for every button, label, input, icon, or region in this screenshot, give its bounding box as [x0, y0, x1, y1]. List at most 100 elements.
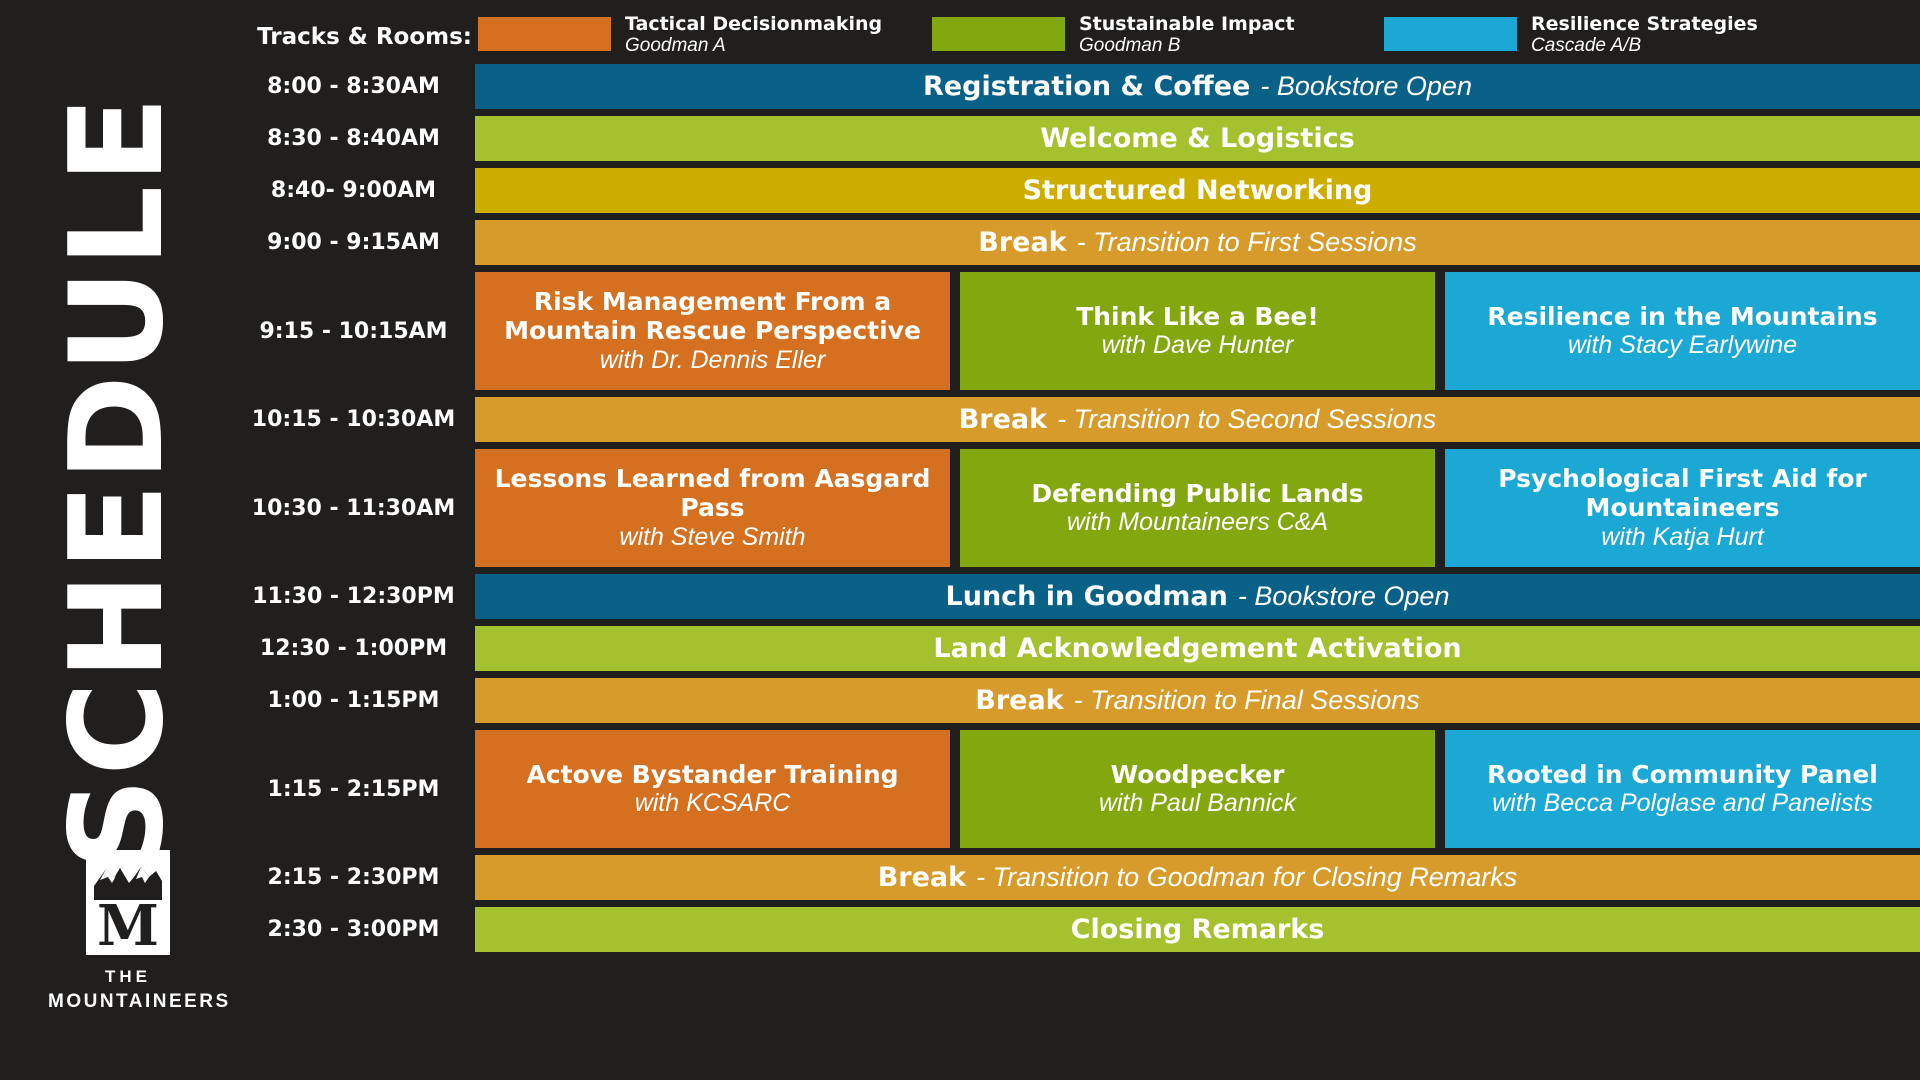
session-presenter: with Steve Smith [619, 522, 806, 551]
time-label: 8:00 - 8:30AM [267, 74, 440, 99]
session-presenter: with Dr. Dennis Eller [599, 345, 826, 374]
schedule-row: 11:30 - 12:30PM Lunch in Goodman- Booksto… [232, 574, 1920, 619]
block-title: Lunch in Goodman [945, 580, 1228, 612]
row-blocks: Closing Remarks [475, 907, 1920, 952]
logo-line-the: THE [105, 967, 151, 986]
session-block[interactable]: Risk Management From a Mountain Rescue P… [475, 272, 950, 390]
block-title: Land Acknowledgement Activation [933, 632, 1462, 664]
schedule-banner-block[interactable]: Land Acknowledgement Activation [475, 626, 1920, 671]
session-title: Rooted in Community Panel [1487, 759, 1878, 789]
block-title: Break [877, 861, 967, 893]
legend-track-name: Tactical Decisionmaking [625, 13, 883, 35]
session-presenter: with Paul Bannick [1098, 789, 1297, 817]
legend-room-name: Goodman B [1079, 35, 1181, 57]
row-blocks: Lunch in Goodman- Bookstore Open [475, 574, 1920, 619]
session-presenter: with Stacy Earlywine [1567, 331, 1798, 359]
session-title: Defending Public Lands [1031, 478, 1364, 508]
schedule-grid: 8:00 - 8:30AM Registration & Coffee - Book… [232, 64, 1920, 959]
session-presenter: with Becca Polglase and Panelists [1492, 789, 1873, 817]
row-blocks: Break - Transition to Second Sessions [475, 397, 1920, 442]
time-label: 9:00 - 9:15AM [267, 230, 440, 255]
time-label: 8:40- 9:00AM [270, 178, 437, 203]
session-block[interactable]: Think Like a Bee!with Dave Hunter [960, 272, 1435, 390]
row-blocks: Welcome & Logistics [475, 116, 1920, 161]
legend-title: Tracks & Rooms: [257, 24, 472, 50]
time-label: 1:15 - 2:15PM [267, 776, 440, 802]
schedule-banner-block[interactable]: Break- Transition to Final Sessions [475, 678, 1920, 723]
time-label: 12:30 - 1:00PM [259, 636, 448, 661]
row-blocks: Break - Transition to Goodman for Closing… [475, 855, 1920, 900]
row-blocks: Break- Transition to Final Sessions [475, 678, 1920, 723]
time-label: 1:00 - 1:15PM [267, 688, 440, 713]
brand-logo: M THE MOUNTAINEERS [48, 850, 231, 1013]
schedule-banner-block[interactable]: Break - Transition to Goodman for Closing… [475, 855, 1920, 900]
schedule-row: 8:30 - 8:40AM Welcome & Logistics [232, 116, 1920, 161]
schedule-banner-block[interactable]: Structured Networking [475, 168, 1920, 213]
block-title: Break [975, 684, 1064, 716]
session-block[interactable]: Psychological First Aid for Mountaineers… [1445, 449, 1920, 567]
block-title: Closing Remarks [1070, 913, 1325, 945]
block-title: Break [978, 226, 1067, 258]
svg-text:M: M [97, 893, 159, 955]
block-subtitle: - Transition to First Sessions [1076, 226, 1417, 257]
schedule-banner-block[interactable]: Registration & Coffee - Bookstore Open [475, 64, 1920, 109]
session-title: Woodpecker [1110, 759, 1285, 789]
schedule-row: 8:00 - 8:30AM Registration & Coffee - Book… [232, 64, 1920, 109]
schedule-row: 8:40- 9:00AM Structured Networking [232, 168, 1920, 213]
schedule-banner-block[interactable]: Lunch in Goodman- Bookstore Open [475, 574, 1920, 619]
legend-item-stustainable-impact: Stustainable Impact Goodman B [932, 13, 1295, 57]
row-blocks: Break - Transition to First Sessions [475, 220, 1920, 265]
block-title: Registration & Coffee [923, 70, 1251, 102]
row-blocks: Risk Management From a Mountain Rescue P… [475, 272, 1920, 390]
session-title: Resilience in the Mountains [1487, 301, 1878, 331]
legend-swatch-green [932, 17, 1065, 51]
row-blocks: Structured Networking [475, 168, 1920, 213]
schedule-row: 12:30 - 1:00PM Land Acknowledgement Activ… [232, 626, 1920, 671]
mountaineers-mark-icon: M [86, 850, 170, 955]
session-title: Psychological First Aid for Mountaineers [1498, 464, 1867, 523]
session-presenter: with Mountaineers C&A [1066, 508, 1329, 536]
time-label: 2:15 - 2:30PM [267, 865, 440, 890]
schedule-row: 9:15 - 10:15AM Risk Management From a Mou… [232, 272, 1920, 390]
left-rail: SCHEDULE M THE MOUNTAINEERS [0, 0, 232, 1080]
block-subtitle: - Transition to Goodman for Closing Rema… [976, 861, 1518, 892]
block-title: Structured Networking [1022, 174, 1373, 206]
time-label: 11:30 - 12:30PM [252, 584, 455, 609]
schedule-banner-block[interactable]: Break - Transition to First Sessions [475, 220, 1920, 265]
legend-track-name: Stustainable Impact [1079, 13, 1295, 35]
schedule-row: 2:30 - 3:00PM Closing Remarks [232, 907, 1920, 952]
time-label: 10:30 - 11:30AM [251, 495, 456, 521]
row-blocks: Registration & Coffee - Bookstore Open [475, 64, 1920, 109]
block-title: Break [958, 403, 1048, 435]
schedule-banner-block[interactable]: Closing Remarks [475, 907, 1920, 952]
legend-room-name: Goodman A [625, 35, 726, 57]
logo-line-mountaineers: MOUNTAINEERS [48, 991, 231, 1012]
page-title: SCHEDULE [43, 94, 192, 870]
block-subtitle: - Bookstore Open [1260, 70, 1472, 101]
block-title: Welcome & Logistics [1040, 122, 1355, 154]
time-label: 9:15 - 10:15AM [259, 318, 448, 344]
time-label: 2:30 - 3:00PM [267, 917, 440, 942]
session-title: Risk Management From a Mountain Rescue P… [504, 287, 921, 346]
schedule-row: 2:15 - 2:30PM Break - Transition to Goodma… [232, 855, 1920, 900]
schedule-banner-block[interactable]: Welcome & Logistics [475, 116, 1920, 161]
schedule-banner-block[interactable]: Break - Transition to Second Sessions [475, 397, 1920, 442]
time-label: 8:30 - 8:40AM [267, 126, 440, 151]
session-presenter: with KCSARC [634, 789, 791, 817]
legend: Tracks & Rooms: Tactical Decisionmaking … [232, 13, 1920, 58]
block-subtitle: - Transition to Second Sessions [1057, 403, 1437, 434]
legend-swatch-cyan [1384, 17, 1517, 51]
legend-room-name: Cascade A/B [1531, 35, 1642, 57]
schedule-row: 9:00 - 9:15AM Break - Transition to First … [232, 220, 1920, 265]
schedule-row: 10:30 - 11:30AM Lessons Learned from Aasg… [232, 449, 1920, 567]
